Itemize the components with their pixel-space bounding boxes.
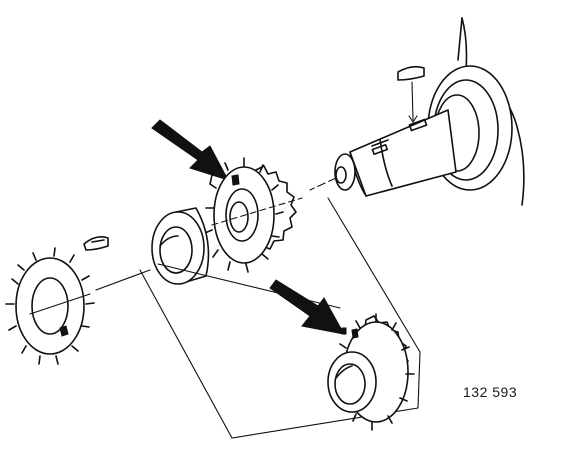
single-sprocket-icon bbox=[5, 247, 151, 365]
arrow-icon bbox=[151, 119, 230, 181]
arrow-icon bbox=[269, 279, 345, 335]
double-sprocket-icon bbox=[204, 157, 303, 273]
woodruff-key-icon bbox=[83, 236, 109, 251]
assembled-sprocket-icon bbox=[327, 313, 415, 431]
camshaft-icon bbox=[309, 17, 525, 206]
woodruff-key-icon bbox=[397, 65, 425, 123]
figure-reference-number: 132 593 bbox=[463, 384, 518, 400]
spacer-ring-icon bbox=[151, 207, 210, 285]
